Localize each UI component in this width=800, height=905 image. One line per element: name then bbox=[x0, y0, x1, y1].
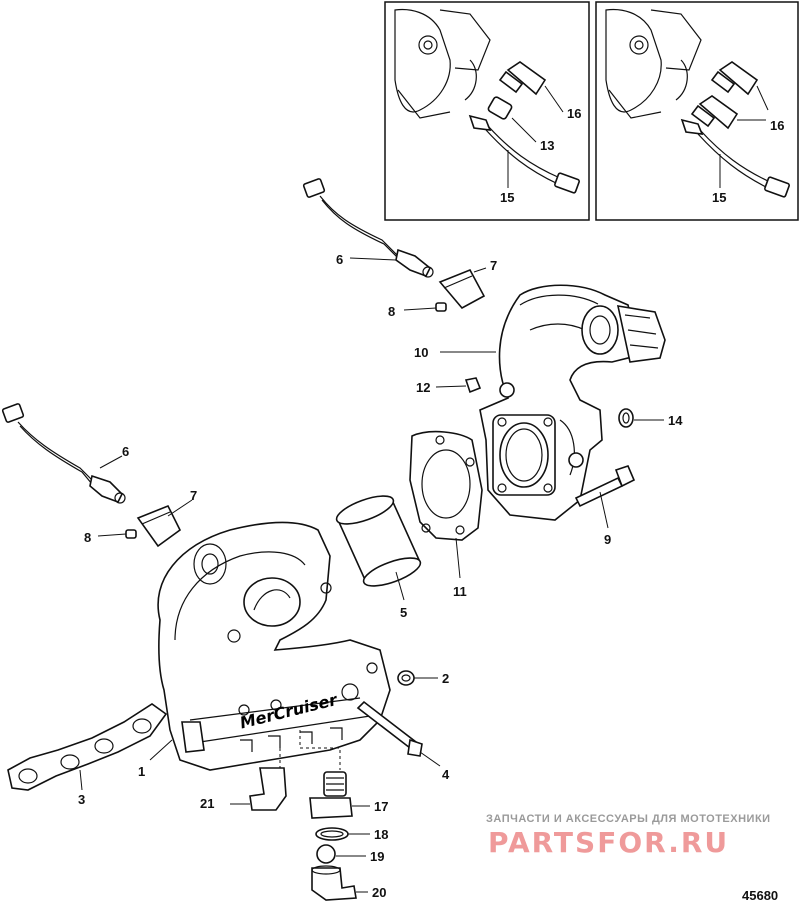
label-2: 2 bbox=[442, 671, 449, 686]
inset-right: 16 15 bbox=[595, 1, 799, 221]
label-9: 9 bbox=[604, 532, 611, 547]
label-5: 5 bbox=[400, 605, 407, 620]
gasket-11 bbox=[409, 430, 483, 579]
label-16-left: 16 bbox=[567, 106, 581, 121]
sensor-15-left bbox=[468, 114, 580, 194]
fitting-16-left bbox=[498, 61, 564, 113]
watermark: ЗАПЧАСТИ И АКСЕССУАРЫ ДЛЯ МОТОТЕХНИКИ PA… bbox=[486, 813, 771, 859]
label-3: 3 bbox=[78, 792, 85, 807]
watermark-tagline: ЗАПЧАСТИ И АКСЕССУАРЫ ДЛЯ МОТОТЕХНИКИ bbox=[486, 813, 771, 825]
label-20: 20 bbox=[372, 885, 386, 900]
heat-shield-7-upper bbox=[438, 267, 487, 310]
plug-12 bbox=[435, 377, 515, 398]
label-16-right: 16 bbox=[770, 118, 784, 133]
exhaust-manifold-1: MerCruiser bbox=[149, 521, 391, 771]
label-17: 17 bbox=[374, 799, 388, 814]
tee-fitting-17 bbox=[309, 771, 370, 819]
ring-2 bbox=[397, 670, 438, 686]
screw-8-upper bbox=[403, 302, 447, 312]
label-18: 18 bbox=[374, 827, 388, 842]
sleeve-5 bbox=[335, 495, 422, 601]
fitting-16-right-a bbox=[710, 61, 759, 96]
bolt-4 bbox=[356, 700, 441, 767]
label-8-upper: 8 bbox=[388, 304, 395, 319]
label-11: 11 bbox=[453, 584, 467, 599]
ring-14 bbox=[618, 408, 664, 428]
label-15-right: 15 bbox=[712, 190, 726, 205]
label-7-lower: 7 bbox=[190, 488, 197, 503]
heat-shield-7-lower bbox=[136, 499, 193, 548]
elbow-fitting-20 bbox=[311, 865, 368, 901]
gasket-3 bbox=[7, 703, 168, 791]
ball-19 bbox=[316, 844, 366, 864]
label-21: 21 bbox=[200, 796, 214, 811]
watermark-brand: PARTSFOR.RU bbox=[488, 826, 729, 859]
label-13: 13 bbox=[540, 138, 554, 153]
exhaust-elbow-10 bbox=[440, 284, 666, 521]
label-12: 12 bbox=[416, 380, 430, 395]
label-19: 19 bbox=[370, 849, 384, 864]
oxygen-sensor-6-lower bbox=[1, 403, 126, 504]
label-8-lower: 8 bbox=[84, 530, 91, 545]
label-4: 4 bbox=[442, 767, 450, 782]
elbow-fitting-21 bbox=[230, 767, 287, 811]
oxygen-sensor-6-upper bbox=[302, 178, 434, 278]
figure-number: 45680 bbox=[742, 888, 778, 903]
inset-left: 16 13 15 bbox=[384, 1, 590, 221]
label-14: 14 bbox=[668, 413, 683, 428]
bolt-9 bbox=[574, 465, 636, 529]
label-10: 10 bbox=[414, 345, 428, 360]
label-15-left: 15 bbox=[500, 190, 514, 205]
label-1: 1 bbox=[138, 764, 145, 779]
label-7-upper: 7 bbox=[490, 258, 497, 273]
o-ring-18 bbox=[315, 827, 370, 841]
sensor-15-right bbox=[680, 118, 790, 198]
screw-8-lower bbox=[97, 529, 137, 539]
fitting-13 bbox=[487, 96, 537, 143]
label-6-lower: 6 bbox=[122, 444, 129, 459]
label-6-upper: 6 bbox=[336, 252, 343, 267]
fitting-16-right-b bbox=[690, 95, 739, 130]
